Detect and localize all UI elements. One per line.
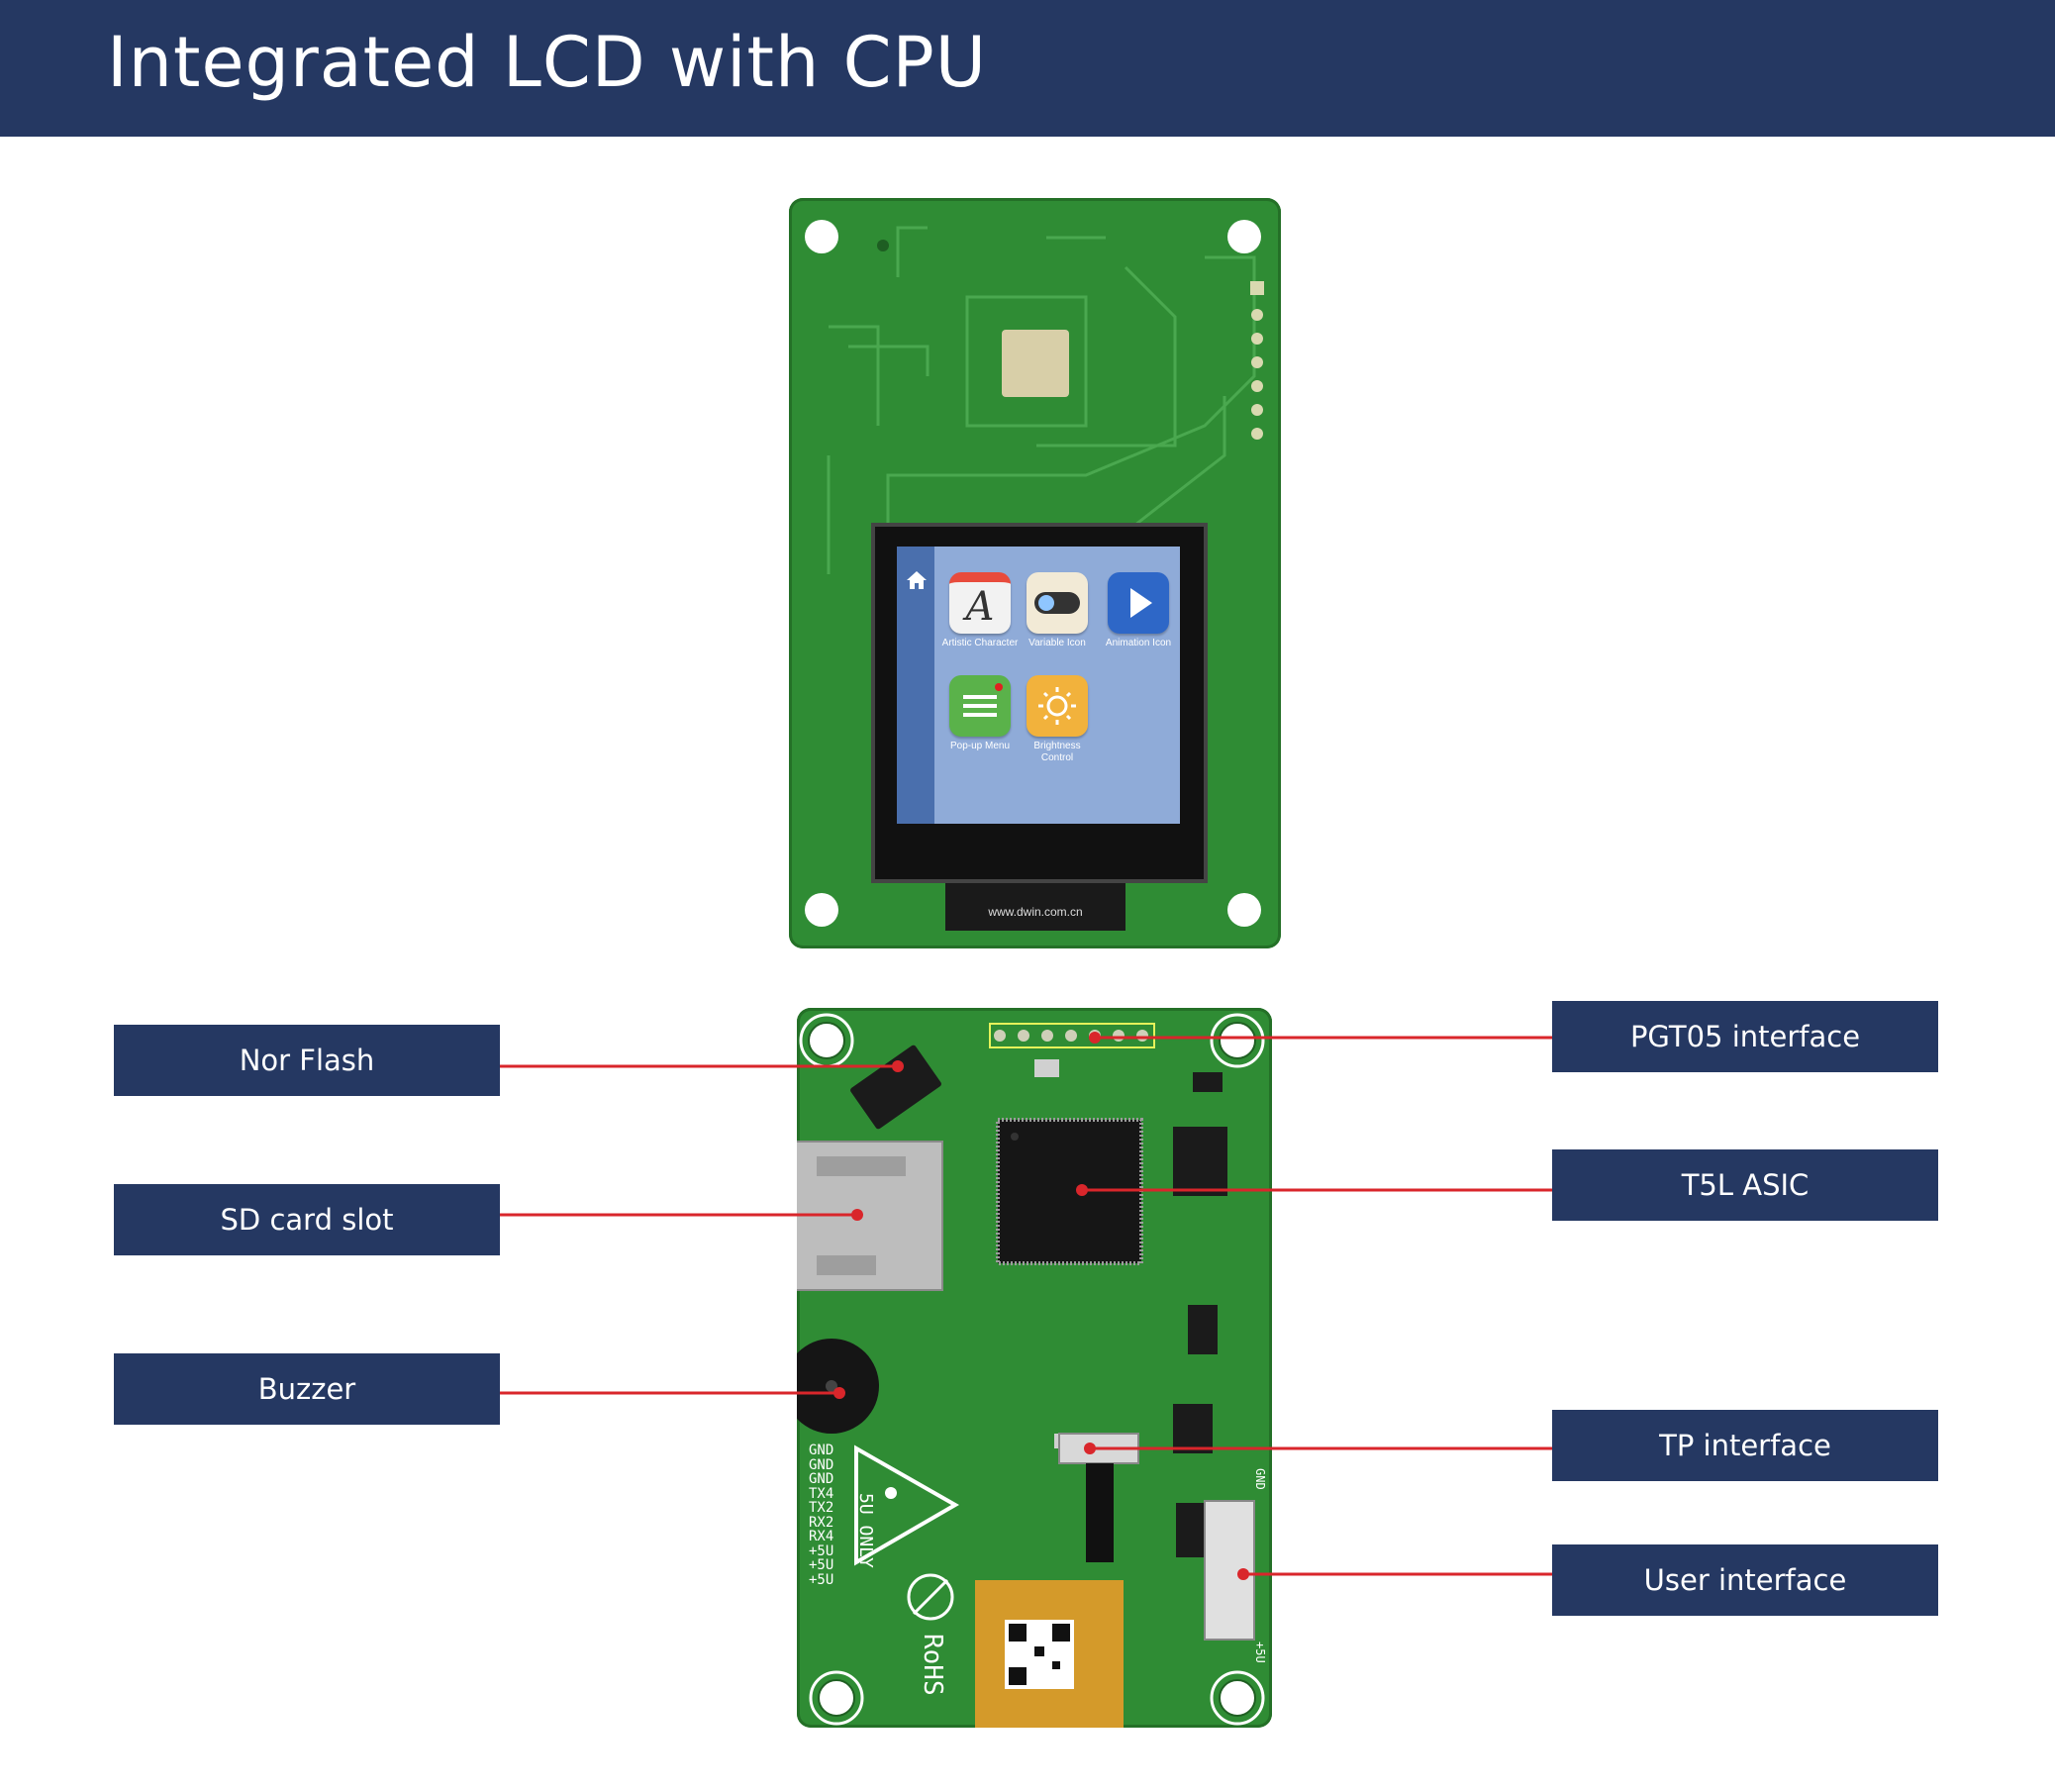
title-banner: Integrated LCD with CPU — [0, 0, 2055, 137]
silkscreen-pin: RX4 — [809, 1529, 834, 1544]
menu-icon — [949, 675, 1011, 737]
silkscreen-pin: +5U — [809, 1571, 834, 1588]
label-pgt05-interface: PGT05 interface — [1552, 1001, 1938, 1072]
play-icon — [1108, 572, 1169, 634]
flex-cable-tab: www.dwin.com.cn — [945, 883, 1125, 931]
app-animation-icon[interactable]: Animation Icon — [1099, 572, 1178, 649]
silkscreen-pin: GND — [809, 1443, 834, 1458]
silkscreen-pin: GND — [809, 1456, 834, 1473]
lcd-display: A Artistic Character Variable Icon Anima… — [897, 547, 1180, 824]
website-text: www.dwin.com.cn — [988, 905, 1083, 919]
silkscreen-pin: RX2 — [809, 1514, 834, 1531]
mounting-hole — [1227, 893, 1261, 927]
mounting-hole — [805, 893, 838, 927]
chip-pad — [1002, 330, 1069, 397]
pcb-traces — [827, 226, 1264, 574]
lcd-sidebar — [897, 547, 934, 824]
app-label: Brightness Control — [1033, 741, 1081, 763]
label-user-interface: User interface — [1552, 1544, 1938, 1616]
label-nor-flash: Nor Flash — [114, 1025, 500, 1096]
toggle-icon — [1027, 572, 1088, 634]
mounting-hole — [805, 220, 838, 253]
letter-a-icon: A — [949, 572, 1011, 634]
mounting-hole — [1227, 220, 1261, 253]
app-artistic-character[interactable]: A Artistic Character — [940, 572, 1020, 649]
sun-icon — [1027, 675, 1088, 737]
app-label: Pop-up Menu — [949, 741, 1011, 751]
home-icon[interactable] — [905, 568, 929, 592]
app-popup-menu[interactable]: Pop-up Menu — [940, 675, 1020, 752]
app-variable-icon[interactable]: Variable Icon — [1018, 572, 1097, 649]
silkscreen-pin: +5U — [809, 1543, 834, 1559]
app-label: Variable Icon — [1028, 638, 1086, 648]
label-sd-card-slot: SD card slot — [114, 1184, 500, 1255]
label-t5l-asic: T5L ASIC — [1552, 1149, 1938, 1221]
label-buzzer: Buzzer — [114, 1353, 500, 1425]
app-label: Animation Icon — [1105, 638, 1172, 648]
page-title: Integrated LCD with CPU — [107, 22, 987, 103]
silkscreen-pin: TX4 — [809, 1485, 834, 1502]
silkscreen-pin: GND — [809, 1471, 834, 1487]
app-label: Artistic Character — [941, 638, 1019, 648]
silkscreen-pin: +5U — [809, 1557, 834, 1573]
label-tp-interface: TP interface — [1552, 1410, 1938, 1481]
silkscreen-pin: TX2 — [809, 1500, 834, 1516]
silkscreen-pin-list: GND GND GND TX4 TX2 RX2 RX4 +5U +5U +5U — [809, 1444, 848, 1587]
app-brightness-control[interactable]: Brightness Control — [1018, 675, 1097, 764]
